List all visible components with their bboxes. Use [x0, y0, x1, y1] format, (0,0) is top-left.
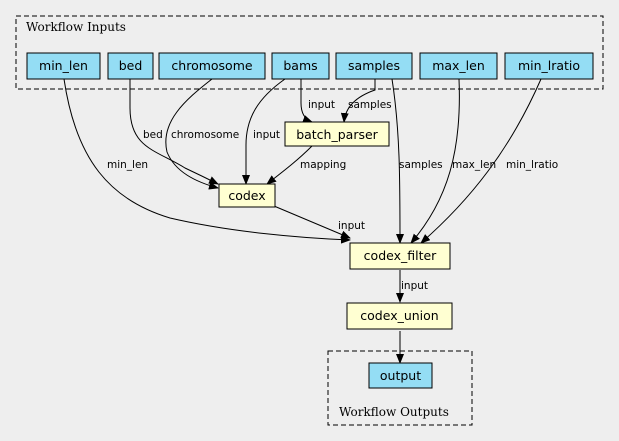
node-label-max-len: max_len: [432, 58, 485, 73]
edge-label-bams-codex: input: [253, 129, 280, 141]
node-codex-union[interactable]: codex_union: [346, 302, 453, 330]
node-min-len[interactable]: min_len: [26, 52, 101, 80]
edge-label-bed-codex: bed: [143, 129, 163, 141]
node-output[interactable]: output: [368, 362, 433, 389]
node-label-bams: bams: [283, 58, 317, 73]
node-chromosome[interactable]: chromosome: [158, 52, 266, 80]
edge-label-chromosome-codex: chromosome: [171, 129, 239, 141]
edge-label-max-len-codex-filter: max_len: [452, 159, 496, 171]
node-codex-filter[interactable]: codex_filter: [349, 242, 451, 270]
node-codex[interactable]: codex: [218, 183, 276, 208]
edges: input samples min_len bed chromosome inp…: [63, 78, 558, 364]
edge-bams-codex: [242, 78, 286, 185]
node-label-codex: codex: [228, 188, 265, 203]
edge-label-batch-parser-codex: mapping: [300, 159, 346, 171]
node-label-samples: samples: [348, 58, 400, 73]
edge-label-bams-batch-parser: input: [308, 99, 335, 111]
edge-codex-codex-filter: [273, 205, 351, 239]
node-batch-parser[interactable]: batch_parser: [284, 121, 390, 147]
node-samples[interactable]: samples: [335, 52, 413, 80]
edge-label-min-lratio-codex-filter: min_lratio: [506, 159, 558, 171]
edge-bams-batch-parser: [300, 79, 313, 123]
workflow-inputs-cluster: Workflow Inputs: [15, 15, 604, 90]
edge-batch-parser-codex: [266, 145, 313, 185]
node-label-min-lratio: min_lratio: [518, 58, 580, 73]
node-label-output: output: [380, 368, 421, 383]
edge-min-lratio-codex-filter: [420, 78, 542, 244]
edge-samples-codex-filter: [391, 78, 404, 244]
workflow-inputs-label: Workflow Inputs: [26, 20, 126, 34]
workflow-outputs-label: Workflow Outputs: [339, 405, 449, 419]
edge-max-len-codex-filter: [410, 78, 460, 244]
edge-chromosome-codex: [165, 78, 219, 190]
edge-label-min-len-codex-filter: min_len: [107, 159, 148, 171]
node-label-min-len: min_len: [39, 58, 88, 73]
edge-label-codex-codex-filter: input: [338, 220, 365, 232]
edge-label-codex-filter-codex-union: input: [401, 280, 428, 292]
node-label-chromosome: chromosome: [171, 58, 252, 73]
edge-min-len-codex-filter: [63, 78, 351, 244]
node-max-len[interactable]: max_len: [419, 52, 498, 80]
node-label-codex-union: codex_union: [360, 308, 438, 323]
edge-samples-batch-parser: [340, 79, 376, 123]
edge-bed-codex: [129, 79, 219, 185]
node-label-codex-filter: codex_filter: [364, 248, 438, 263]
node-min-lratio[interactable]: min_lratio: [504, 52, 594, 80]
node-bams[interactable]: bams: [271, 52, 330, 80]
node-label-bed: bed: [119, 58, 143, 73]
edge-label-samples-codex-filter: samples: [399, 159, 443, 171]
node-label-batch-parser: batch_parser: [296, 127, 378, 142]
edge-label-samples-batch-parser: samples: [348, 99, 392, 111]
workflow-inputs-border: [15, 15, 604, 90]
node-bed[interactable]: bed: [107, 52, 154, 80]
